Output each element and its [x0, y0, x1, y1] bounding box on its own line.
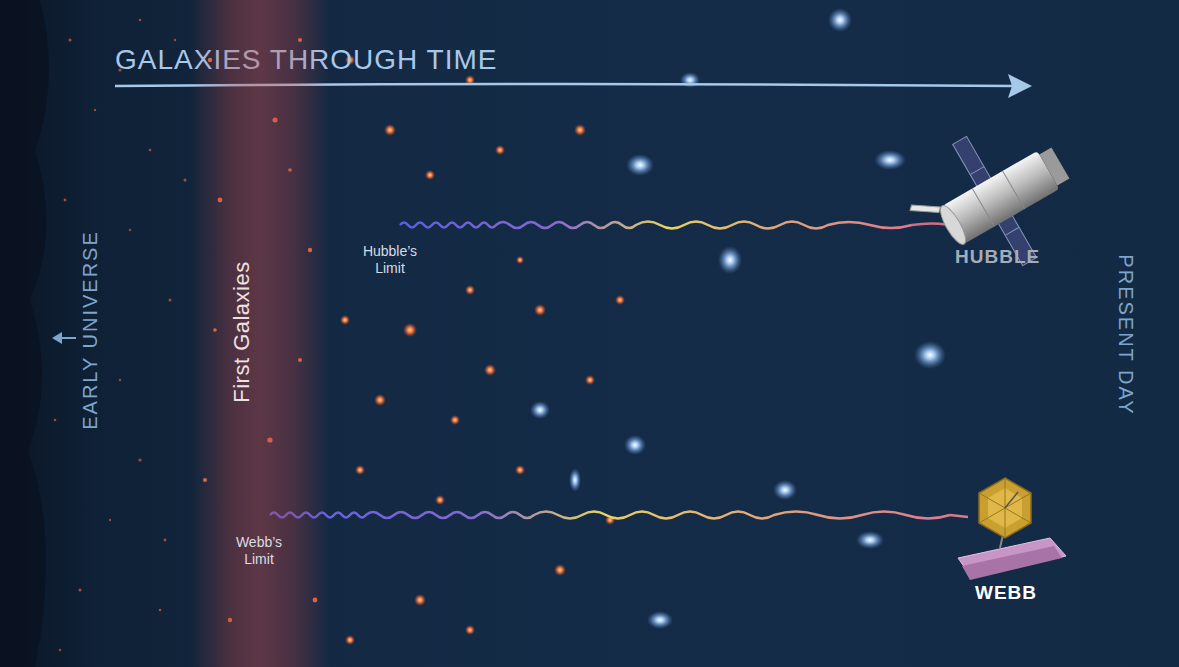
telescope-name: WEBB [975, 582, 1037, 604]
era-band: First Galaxies [190, 0, 330, 667]
axis-end-label: EARLY UNIVERSE [79, 230, 102, 430]
telescope-name: HUBBLE [955, 246, 1040, 268]
band-label: First Galaxies [229, 261, 255, 402]
limit-label: Webb’s Limit [228, 534, 290, 568]
limit-label: Hubble’s Limit [357, 243, 423, 277]
axis-end-label: PRESENT DAY [1114, 254, 1137, 415]
